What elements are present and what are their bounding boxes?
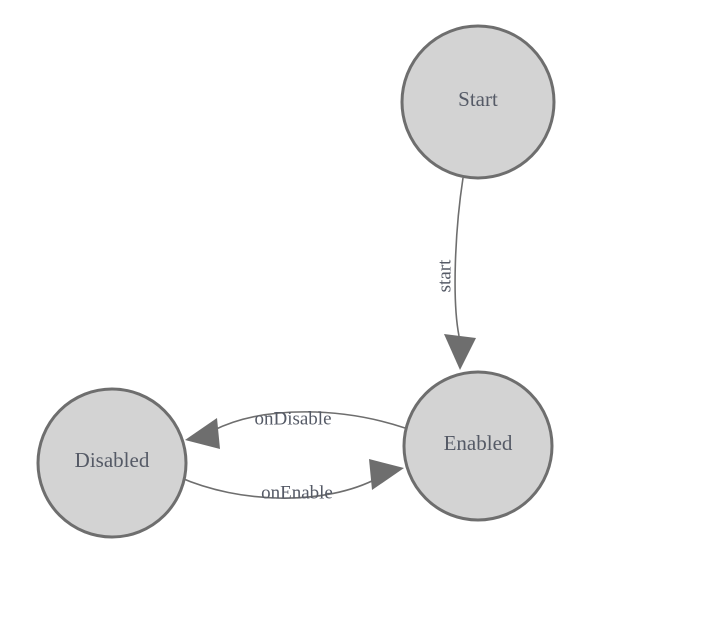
node-enabled-label: Enabled (444, 431, 513, 455)
node-enabled[interactable]: Enabled (402, 370, 554, 522)
edge-disabled-to-enabled[interactable] (178, 459, 404, 499)
edge-enabled-to-disabled-path (211, 411, 406, 432)
edge-enabled-to-disabled-arrowhead (185, 418, 220, 449)
node-disabled-circle (36, 387, 188, 539)
edge-enabled-to-disabled[interactable] (185, 411, 406, 449)
edge-start-to-enabled-path (454, 177, 464, 337)
node-disabled[interactable]: Disabled (36, 387, 188, 539)
node-start-circle (400, 24, 556, 180)
node-start[interactable]: Start (400, 24, 556, 180)
edge-label-start: start (435, 259, 456, 292)
node-enabled-circle (402, 370, 554, 522)
edge-start-to-enabled-arrowhead (444, 334, 476, 370)
edge-label-ondisable: onDisable (254, 409, 331, 430)
edge-disabled-to-enabled-arrowhead (369, 459, 404, 490)
node-start-label: Start (458, 87, 498, 111)
edge-label-onenable: onEnable (261, 483, 333, 504)
edge-start-to-enabled[interactable] (444, 177, 476, 370)
node-disabled-label: Disabled (75, 448, 150, 472)
edge-disabled-to-enabled-path (178, 476, 379, 499)
